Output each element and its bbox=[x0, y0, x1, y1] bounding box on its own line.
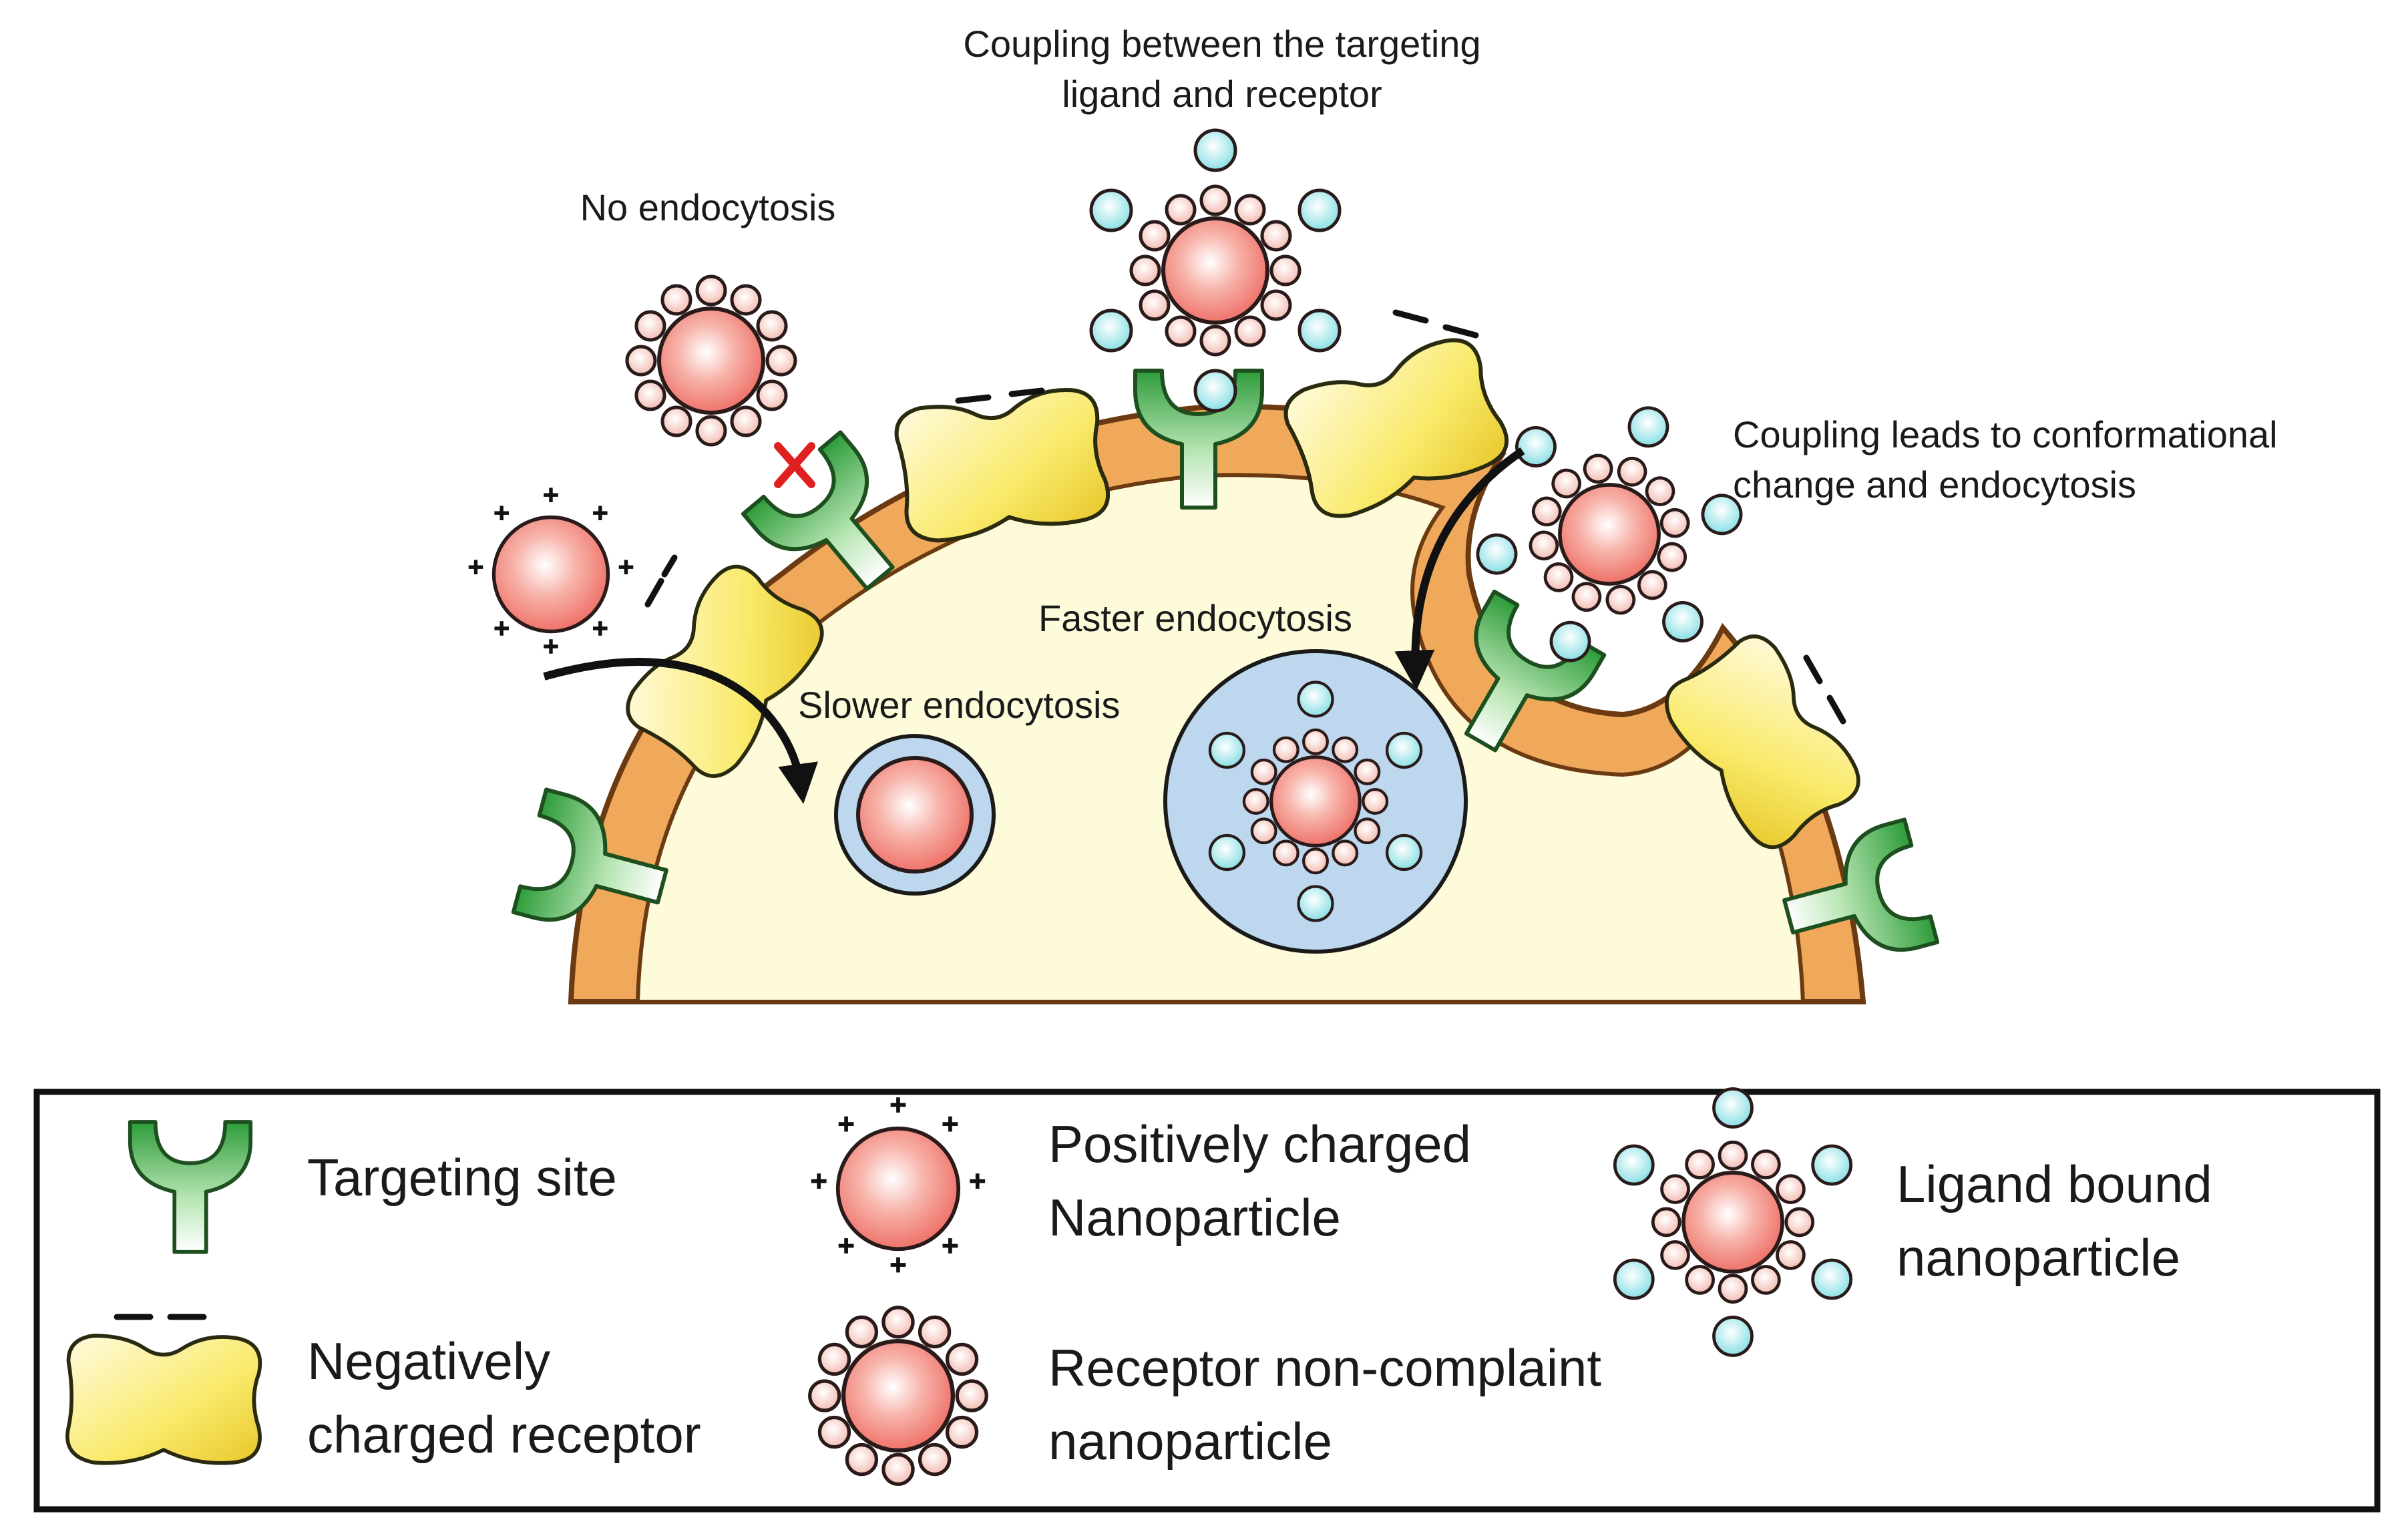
negative-receptor-2 bbox=[892, 384, 1112, 545]
legend-ligand-line1: Ligand bound bbox=[1896, 1155, 2212, 1213]
legend-ligand-line2: nanoparticle bbox=[1896, 1228, 2180, 1287]
annotation-conformational-line1: Coupling leads to conformational bbox=[1733, 413, 2278, 455]
legend: Targeting site Negatively charged recept… bbox=[33, 1089, 2381, 1513]
negative-charge-3 bbox=[1392, 309, 1479, 339]
legend-positive-line2: Nanoparticle bbox=[1048, 1188, 1341, 1247]
negative-charge-2 bbox=[955, 387, 1045, 404]
annotation-coupling-line2: ligand and receptor bbox=[1062, 73, 1382, 115]
legend-positive-line1: Positively charged bbox=[1048, 1115, 1471, 1173]
annotation-slower: Slower endocytosis bbox=[798, 684, 1120, 726]
ligand-nanoparticle-coupling bbox=[1091, 130, 1340, 411]
annotation-no-endocytosis: No endocytosis bbox=[580, 186, 836, 228]
endocytosis-arrow-slow bbox=[543, 658, 818, 804]
legend-negative-line2: charged receptor bbox=[307, 1405, 701, 1464]
vesicle-fast bbox=[1163, 649, 1468, 954]
annotation-conformational-line2: change and endocytosis bbox=[1733, 463, 2136, 506]
noncompliant-nanoparticle-blocked bbox=[627, 276, 795, 445]
legend-noncompliant-line2: nanoparticle bbox=[1048, 1412, 1332, 1471]
annotation-faster: Faster endocytosis bbox=[1038, 597, 1352, 639]
negative-charge-4 bbox=[1803, 654, 1846, 725]
annotation-coupling-line1: Coupling between the targeting bbox=[963, 23, 1480, 65]
negative-charge-1 bbox=[644, 554, 678, 608]
legend-negative-line1: Negatively bbox=[307, 1332, 550, 1390]
legend-targeting-site: Targeting site bbox=[307, 1148, 617, 1207]
endocytosis-arrow-fast bbox=[1394, 447, 1525, 691]
legend-box bbox=[33, 1089, 2381, 1513]
legend-noncompliant-line1: Receptor non-complaint bbox=[1048, 1338, 1601, 1397]
positive-nanoparticle-outside bbox=[469, 488, 634, 653]
negative-receptor-icon bbox=[67, 1336, 260, 1463]
block-cross-icon bbox=[774, 442, 815, 488]
vesicle-slow bbox=[834, 734, 996, 896]
